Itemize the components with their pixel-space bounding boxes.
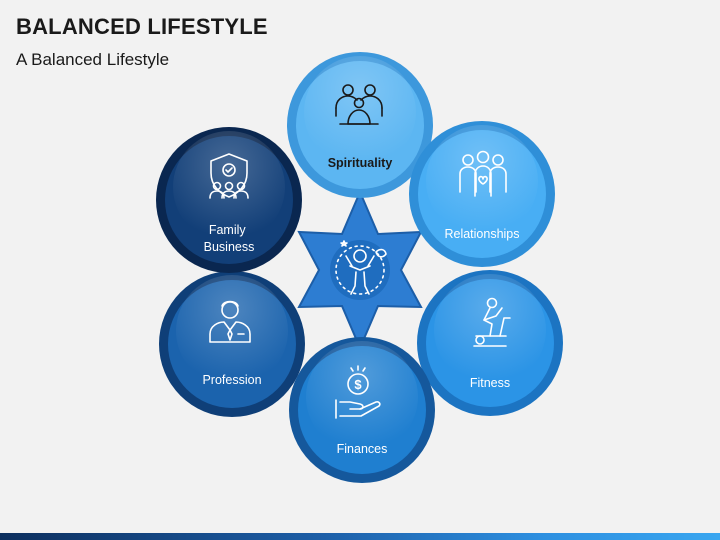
page-subtitle: A Balanced Lifestyle: [16, 50, 170, 69]
footer-bar: [0, 533, 720, 540]
node-label: Fitness: [470, 376, 510, 390]
group-hearts-icon: [459, 150, 507, 197]
node-finances: $ Finances: [289, 337, 435, 483]
svg-text:Relationships: Relationships: [444, 227, 519, 241]
node-label: Spirituality: [328, 156, 393, 170]
svg-text:Spirituality: Spirituality: [328, 156, 393, 170]
node-fitness: Fitness: [417, 270, 563, 416]
family-shield-icon: [209, 153, 249, 199]
svg-text:Finances: Finances: [337, 442, 388, 456]
money-hand-icon: $: [335, 365, 381, 419]
node-family-business: Family Business: [156, 127, 302, 273]
node-label: Business: [204, 240, 255, 254]
page-title: BALANCED LIFESTYLE: [16, 14, 268, 39]
svg-text:$: $: [354, 377, 362, 392]
node-label: Finances: [337, 442, 388, 456]
exercise-bike-icon: [473, 297, 511, 347]
person-balance-icon: [335, 240, 387, 295]
family-meditation-icon: [335, 84, 383, 125]
node-relationships: Relationships: [409, 121, 555, 267]
node-label: Relationships: [444, 227, 519, 241]
businessman-icon: [209, 300, 251, 343]
svg-text:Fitness: Fitness: [470, 376, 510, 390]
node-profession: Profession: [159, 271, 305, 417]
node-label: Family: [209, 223, 247, 237]
node-spirituality: Spirituality: [287, 52, 433, 198]
svg-text:Family Business: Family Business: [204, 223, 255, 254]
svg-text:Profession: Profession: [202, 373, 261, 387]
node-label: Profession: [202, 373, 261, 387]
